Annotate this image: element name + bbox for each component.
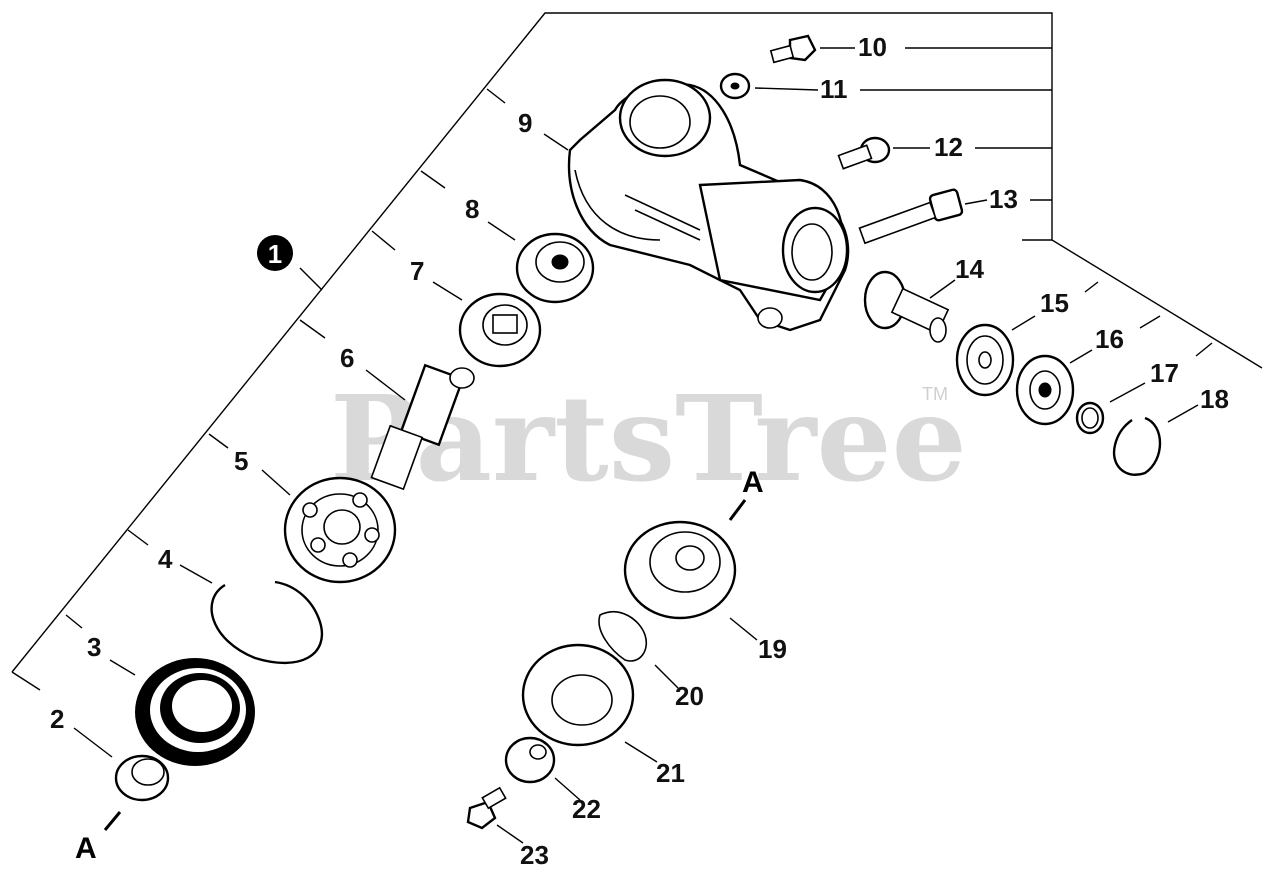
- callout-7: 7: [410, 256, 424, 286]
- callout-3: 3: [87, 632, 101, 662]
- callout-18: 18: [1200, 384, 1229, 414]
- callout-5: 5: [234, 446, 248, 476]
- section-ref-top: A: [742, 466, 764, 499]
- bearing-15: [955, 323, 1015, 397]
- callout-15: 15: [1040, 288, 1069, 318]
- callout-11: 11: [820, 74, 848, 104]
- callout-6: 6: [340, 343, 354, 373]
- bushing-2: [114, 754, 170, 802]
- ball-bearing-5: [283, 476, 397, 584]
- outer-plate-21: [521, 643, 635, 747]
- callout-17: 17: [1150, 358, 1179, 388]
- pinion-shaft-14: [863, 270, 950, 343]
- callout-2: 2: [50, 704, 64, 734]
- callout-14: 14: [955, 254, 984, 284]
- callout-12: 12: [934, 132, 963, 162]
- spline-shaft-6: [370, 363, 475, 491]
- nut-22: [504, 736, 556, 784]
- callout-20: 20: [675, 681, 704, 711]
- callout-23: 23: [520, 840, 549, 870]
- ring-17: [1075, 401, 1105, 435]
- washer-11: [719, 72, 751, 100]
- callout-13: 13: [989, 184, 1018, 214]
- callout-4: 4: [158, 544, 173, 574]
- section-ref-bottom: A: [75, 832, 97, 865]
- leader-lines: [73, 47, 1199, 844]
- callout-21: 21: [656, 758, 685, 788]
- bolt-10: [769, 34, 817, 64]
- bolt-23: [466, 786, 507, 830]
- assembly-bracket: [11, 12, 1263, 691]
- callout-8: 8: [465, 194, 479, 224]
- oil-seal-3: [135, 658, 255, 766]
- assembly-marker: 1: [257, 235, 293, 271]
- callout-19: 19: [758, 634, 787, 664]
- callout-9: 9: [518, 108, 532, 138]
- snap-ring-4: [210, 580, 323, 665]
- holder-19: [623, 520, 737, 620]
- gear-case-housing: [567, 78, 850, 332]
- callout-16: 16: [1095, 324, 1124, 354]
- bolt-12: [837, 136, 891, 170]
- bevel-gear-7: [458, 292, 542, 368]
- callout-22: 22: [572, 794, 601, 824]
- callout-10: 10: [858, 32, 887, 62]
- bearing-16: [1015, 354, 1075, 426]
- spacer-plate-20: [598, 610, 647, 662]
- bearing-8: [515, 232, 595, 304]
- bolt-13: [858, 188, 964, 245]
- circlip-18: [1112, 416, 1162, 476]
- watermark-trademark: TM: [922, 384, 948, 404]
- assembly-marker-number: 1: [268, 239, 282, 269]
